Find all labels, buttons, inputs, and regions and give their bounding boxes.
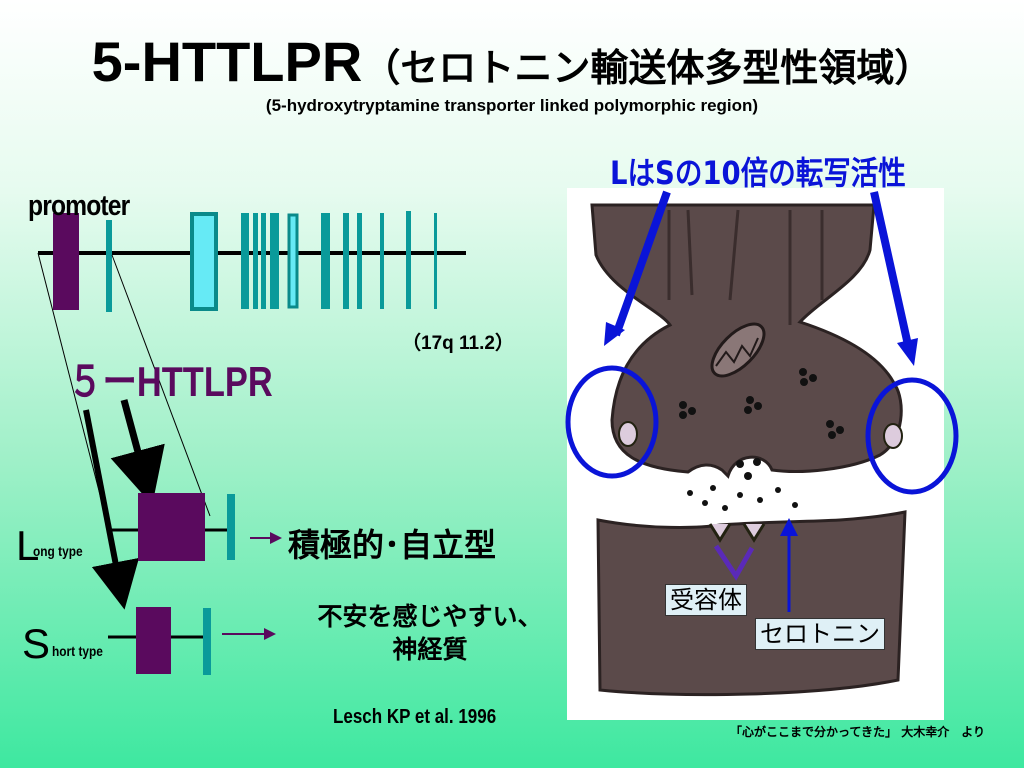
vesicle-dots bbox=[679, 368, 844, 439]
axon-line-3 bbox=[728, 209, 740, 301]
exon-12 bbox=[434, 213, 437, 309]
short-allele-exon bbox=[203, 608, 211, 675]
short-allele-letter: S bbox=[22, 620, 51, 667]
serotonin-label: セロトニン bbox=[755, 618, 885, 650]
short-allele-box bbox=[136, 607, 171, 674]
httlpr-marker bbox=[106, 220, 112, 312]
exon-7 bbox=[321, 213, 330, 309]
httlpr-label: ５ーHTTLPR bbox=[68, 358, 273, 405]
title-main: 5-HTTLPR bbox=[91, 30, 363, 93]
transcription-heading: LはSの10倍の転写活性 bbox=[610, 154, 906, 192]
exon-5 bbox=[270, 213, 279, 309]
source-note: 「心がここまで分かってきた」 大木幸介 より bbox=[730, 725, 985, 739]
promoter-label: promoter bbox=[28, 190, 130, 222]
slide-title: 5-HTTLPR（セロトニン輸送体多型性領域） bbox=[0, 30, 1024, 100]
exon-8 bbox=[343, 213, 349, 309]
citation: Lesch KP et al. 1996 bbox=[333, 706, 497, 728]
transporter-left-icon bbox=[618, 421, 638, 447]
long-allele-letter: L bbox=[16, 522, 40, 569]
exon-1 bbox=[190, 212, 218, 311]
exon-9 bbox=[357, 213, 362, 309]
short-allele-text: hort type bbox=[52, 643, 103, 659]
exon-3 bbox=[253, 213, 258, 309]
slide-subtitle: (5-hydroxytryptamine transporter linked … bbox=[265, 96, 759, 115]
long-allele-exon bbox=[227, 494, 235, 560]
receptor-1-icon bbox=[708, 523, 732, 543]
receptor-2-icon bbox=[742, 523, 766, 543]
zoom-line-right bbox=[111, 254, 211, 517]
exon-11 bbox=[406, 211, 411, 309]
transporter-right-circle bbox=[865, 377, 959, 495]
blue-arrow-right-head bbox=[897, 338, 918, 366]
transporter-left-circle bbox=[565, 365, 659, 479]
blue-arrow-left-head bbox=[604, 322, 625, 346]
mitochondrion bbox=[710, 322, 766, 378]
transporter-right-icon bbox=[883, 423, 903, 449]
receptor-label: 受容体 bbox=[665, 584, 747, 616]
serotonin-dots bbox=[687, 458, 798, 511]
promoter-box bbox=[53, 213, 79, 310]
arrow-to-short bbox=[83, 409, 140, 610]
receptor-mark-icon bbox=[713, 544, 755, 581]
exon-10 bbox=[380, 213, 384, 309]
long-allele-text: ong type bbox=[33, 543, 83, 559]
postsynaptic-neuron bbox=[596, 510, 907, 697]
exon-2 bbox=[241, 213, 249, 309]
long-allele-box bbox=[138, 493, 205, 561]
exon-4 bbox=[261, 213, 266, 309]
axon-line-2 bbox=[686, 209, 694, 296]
exon-6 bbox=[287, 213, 299, 309]
title-japanese: （セロトニン輸送体多型性領域） bbox=[362, 46, 933, 90]
blue-arrow-right bbox=[870, 191, 912, 346]
arrow-to-long bbox=[110, 399, 165, 506]
mitochondrion-cristae bbox=[715, 337, 759, 367]
long-allele-description: 積極的･自立型 bbox=[288, 526, 497, 564]
short-allele-description: 不安を感じやすい、神経質 bbox=[317, 602, 543, 664]
blue-arrow-left bbox=[612, 190, 671, 337]
chromosome-location: （17q 11.2） bbox=[402, 333, 514, 354]
